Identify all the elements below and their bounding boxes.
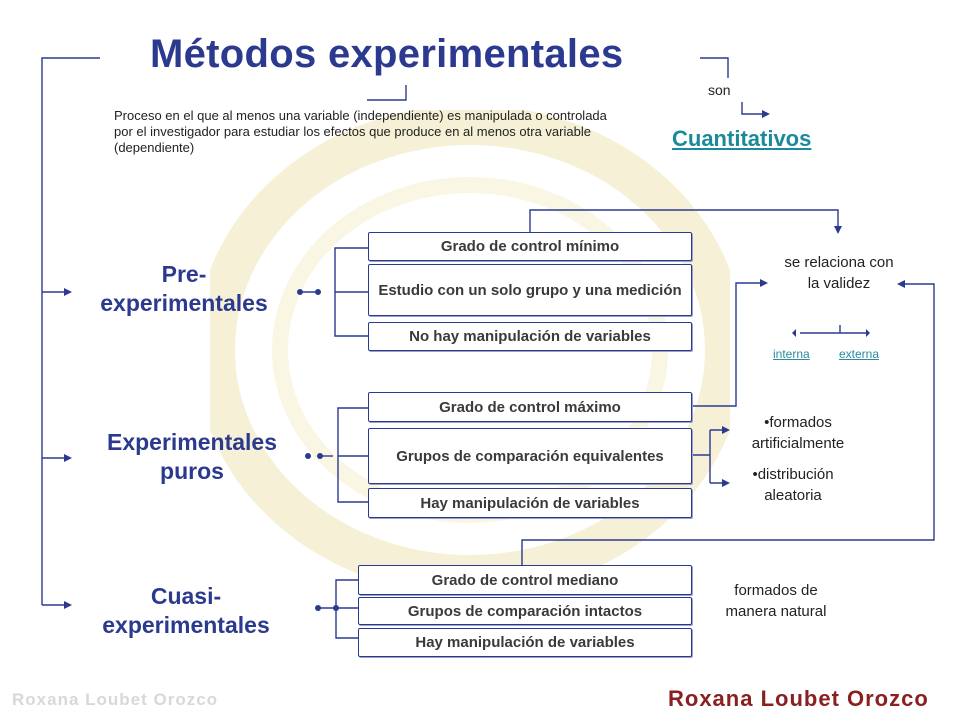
validity-note: se relaciona con la validez: [784, 254, 894, 292]
note-formados-natural: formados de manera natural: [725, 582, 827, 620]
page-title: Métodos experimentales: [150, 32, 624, 76]
box-hay-manipulacion-cuasi: Hay manipulación de variables: [358, 628, 692, 657]
box-estudio-un-grupo: Estudio con un solo grupo y una medición: [368, 264, 692, 316]
category-line-1: Experimentales: [106, 429, 278, 455]
box-grupos-intactos: Grupos de comparación intactos: [358, 597, 692, 625]
category-line-1: Pre-: [161, 261, 207, 287]
box-hay-manipulacion: Hay manipulación de variables: [368, 488, 692, 518]
cuantitativos-link[interactable]: Cuantitativos: [672, 126, 812, 151]
son-label: son: [708, 82, 731, 98]
category-pre-experimentales: Pre- experimentales: [74, 260, 294, 318]
box-grado-control-minimo: Grado de control mínimo: [368, 232, 692, 261]
category-line-2: puros: [160, 458, 224, 484]
category-line-2: experimentales: [102, 612, 270, 638]
definition-text: Proceso en el que al menos una variable …: [114, 108, 607, 155]
note-distribucion-aleatoria: •distribución aleatoria: [752, 466, 834, 504]
box-grado-control-maximo: Grado de control máximo: [368, 392, 692, 422]
category-experimentales-puros: Experimentales puros: [82, 428, 302, 486]
author-watermark: Roxana Loubet Orozco: [12, 690, 219, 709]
category-line-2: experimentales: [100, 290, 268, 316]
author-signature: Roxana Loubet Orozco: [668, 686, 929, 711]
box-grupos-equivalentes: Grupos de comparación equivalentes: [368, 428, 692, 484]
interna-link[interactable]: interna: [773, 347, 810, 361]
category-line-1: Cuasi-: [150, 583, 222, 609]
box-grado-control-mediano: Grado de control mediano: [358, 565, 692, 595]
externa-link[interactable]: externa: [839, 347, 880, 361]
category-cuasi-experimentales: Cuasi- experimentales: [76, 582, 296, 640]
box-no-manipulacion: No hay manipulación de variables: [368, 322, 692, 351]
note-formados-artificialmente: •formados artificialmente: [751, 414, 845, 452]
